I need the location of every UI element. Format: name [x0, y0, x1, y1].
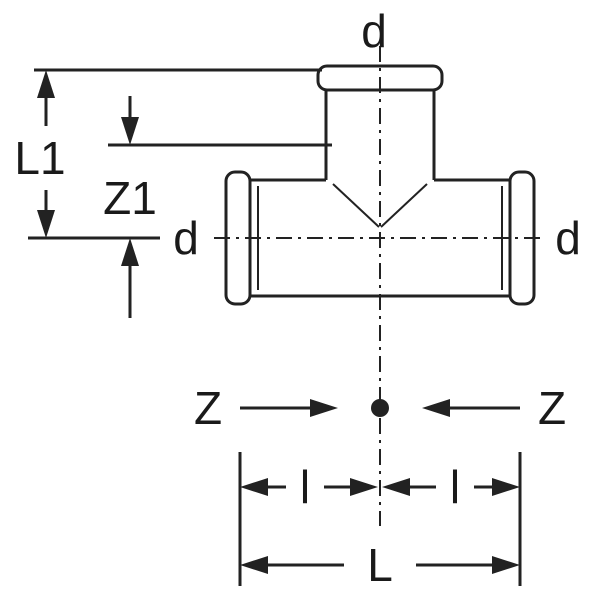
- center-point-dot: [371, 399, 389, 417]
- arrow-left-icon: [240, 556, 268, 574]
- dimension-label-Z-left: Z: [194, 382, 222, 434]
- dimension-label-L1: L1: [14, 132, 65, 184]
- arrow-down-icon: [37, 210, 55, 238]
- dimension-label-Z-right: Z: [538, 382, 566, 434]
- branch-transition-left: [332, 183, 380, 228]
- dimension-L1: L1: [14, 70, 66, 238]
- dimension-label-Z1: Z1: [103, 172, 157, 224]
- arrow-down-icon: [121, 117, 139, 145]
- diameter-label-right: d: [555, 212, 581, 264]
- arrow-left-icon: [422, 399, 450, 417]
- arrow-right-icon: [350, 478, 378, 496]
- dimension-L: L: [240, 539, 520, 591]
- arrow-right-icon: [492, 478, 520, 496]
- dimension-l: l l: [240, 461, 520, 513]
- diameter-label-top: d: [361, 5, 387, 57]
- dimension-label-l-left: l: [300, 461, 310, 513]
- dimension-label-l-right: l: [450, 461, 460, 513]
- dimension-Z: Z Z: [194, 382, 566, 434]
- arrow-up-icon: [37, 70, 55, 98]
- arrow-left-icon: [382, 478, 410, 496]
- diameter-label-left: d: [173, 212, 199, 264]
- dimension-Z1: Z1: [103, 96, 157, 318]
- arrow-right-icon: [492, 556, 520, 574]
- branch-transition-right: [380, 183, 428, 228]
- dimension-label-L: L: [367, 539, 393, 591]
- arrow-right-icon: [310, 399, 338, 417]
- arrow-left-icon: [240, 478, 268, 496]
- arrow-up-icon: [121, 238, 139, 266]
